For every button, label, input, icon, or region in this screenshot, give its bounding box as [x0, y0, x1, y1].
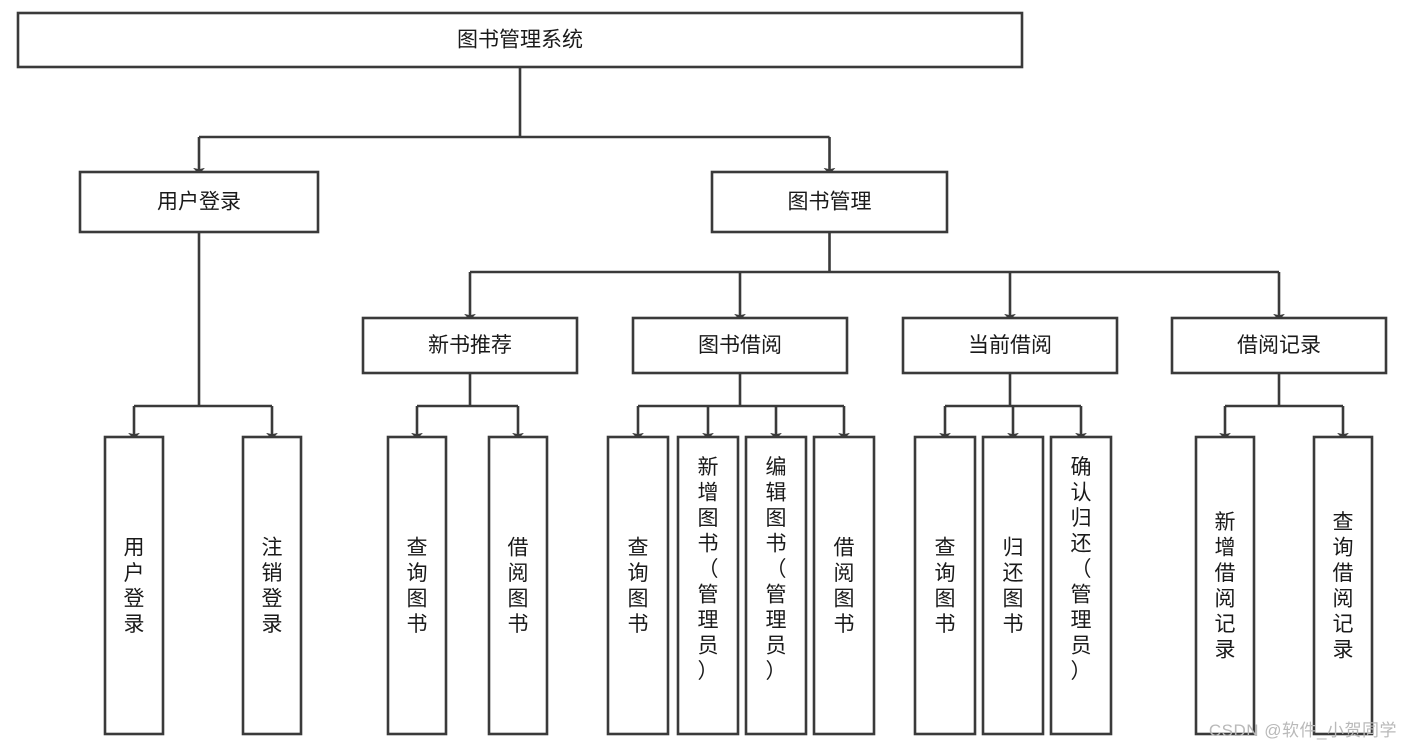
node-box [361, 316, 579, 375]
node-leaf-borrow-book-2[interactable]: 借阅图书 [812, 435, 876, 736]
node-label: 注销登录 [262, 536, 283, 636]
node-leaf-user-logout[interactable]: 注销登录 [241, 435, 303, 736]
node-label: 借阅图书 [834, 536, 855, 636]
node-label: 用户登录 [157, 191, 241, 214]
node-book-manage[interactable]: 图书管理 [710, 170, 949, 234]
node-box [710, 170, 949, 234]
node-leaf-borrow-book-1[interactable]: 借阅图书 [487, 435, 549, 736]
node-label: 确认归还（管理员） [1071, 455, 1092, 682]
node-leaf-query-book-3[interactable]: 查询图书 [913, 435, 977, 736]
node-leaf-edit-book[interactable]: 编辑图书（管理员） [744, 435, 808, 736]
node-label: 借阅图书 [508, 536, 529, 636]
connector-user-login-to-leaves [128, 232, 278, 440]
node-box [1194, 435, 1256, 736]
connector-book-manage-to-level2 [464, 232, 1285, 321]
node-box [812, 435, 876, 736]
node-box [913, 435, 977, 736]
node-label: 新书推荐 [428, 334, 512, 357]
node-book-borrow[interactable]: 图书借阅 [631, 316, 849, 375]
node-borrow-record[interactable]: 借阅记录 [1170, 316, 1388, 375]
connector-layer [128, 67, 1349, 440]
node-box [1312, 435, 1374, 736]
connector-borrow-to-leaves [632, 373, 850, 440]
node-current-borrow[interactable]: 当前借阅 [901, 316, 1119, 375]
node-box [78, 170, 320, 234]
node-leaf-confirm-return[interactable]: 确认归还（管理员） [1049, 435, 1113, 736]
node-label: 新增借阅记录 [1215, 510, 1236, 661]
node-label: 查询借阅记录 [1333, 510, 1354, 661]
node-leaf-add-book[interactable]: 新增图书（管理员） [676, 435, 740, 736]
node-box [744, 435, 808, 736]
node-label: 编辑图书（管理员） [766, 455, 787, 682]
node-layer: 图书管理系统用户登录图书管理新书推荐图书借阅当前借阅借阅记录用户登录注销登录查询… [16, 11, 1388, 736]
node-box [1170, 316, 1388, 375]
connector-record-to-leaves [1219, 373, 1349, 440]
node-label: 归还图书 [1003, 536, 1024, 636]
node-box [241, 435, 303, 736]
node-new-book-recommend[interactable]: 新书推荐 [361, 316, 579, 375]
node-label: 图书管理系统 [457, 29, 583, 52]
node-box [16, 11, 1024, 69]
connector-root-to-level1 [193, 67, 836, 175]
node-leaf-return-book[interactable]: 归还图书 [981, 435, 1045, 736]
node-label: 新增图书（管理员） [698, 455, 719, 682]
node-user-login[interactable]: 用户登录 [78, 170, 320, 234]
node-box [606, 435, 670, 736]
node-leaf-add-record[interactable]: 新增借阅记录 [1194, 435, 1256, 736]
connector-recommend-to-leaves [411, 373, 524, 440]
node-leaf-query-record[interactable]: 查询借阅记录 [1312, 435, 1374, 736]
node-label: 查询图书 [407, 536, 428, 636]
node-box [1049, 435, 1113, 736]
node-leaf-user-login[interactable]: 用户登录 [103, 435, 165, 736]
node-box [631, 316, 849, 375]
node-box [981, 435, 1045, 736]
node-label: 图书借阅 [698, 334, 782, 357]
node-box [103, 435, 165, 736]
node-label: 查询图书 [935, 536, 956, 636]
node-label: 当前借阅 [968, 334, 1052, 357]
node-label: 查询图书 [628, 536, 649, 636]
node-box [901, 316, 1119, 375]
node-root[interactable]: 图书管理系统 [16, 11, 1024, 69]
node-box [676, 435, 740, 736]
node-box [487, 435, 549, 736]
connector-current-to-leaves [939, 373, 1087, 440]
node-box [386, 435, 448, 736]
node-leaf-query-book-1[interactable]: 查询图书 [386, 435, 448, 736]
node-label: 图书管理 [788, 191, 872, 214]
node-label: 用户登录 [124, 536, 145, 636]
node-leaf-query-book-2[interactable]: 查询图书 [606, 435, 670, 736]
node-label: 借阅记录 [1237, 334, 1321, 357]
